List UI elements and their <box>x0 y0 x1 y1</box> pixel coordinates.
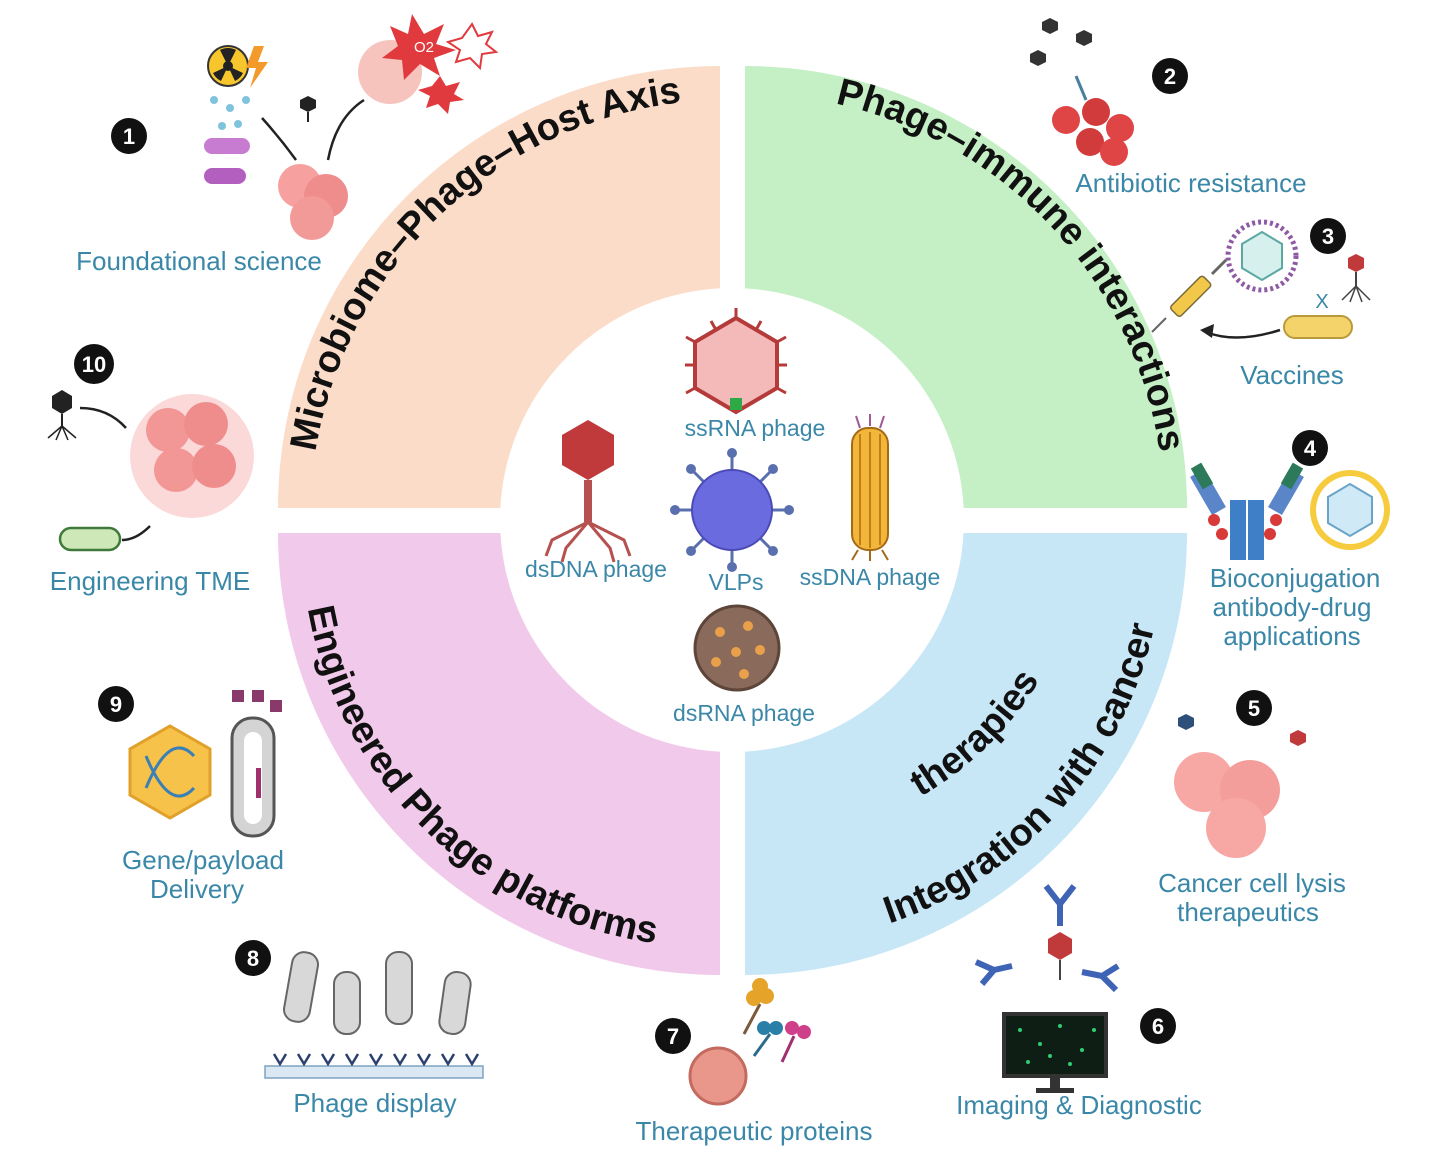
delivery-phage-icon <box>230 690 282 838</box>
arrow-icon <box>261 117 298 161</box>
dsrna-phage-icon <box>693 604 781 692</box>
svg-text:4: 4 <box>1304 436 1317 461</box>
badge-4: 4 <box>1292 430 1328 466</box>
target-cell-icon <box>688 1046 748 1106</box>
ssrna-phage-icon <box>685 308 787 415</box>
protein-icon <box>742 978 811 1063</box>
badge-1: 1 <box>111 118 147 154</box>
label-gene-payload-1: Gene/payload <box>122 845 284 875</box>
badge-8: 8 <box>235 940 271 976</box>
label-therapeutic-proteins: Therapeutic proteins <box>635 1116 872 1146</box>
cancer-cells-icon <box>1174 752 1280 858</box>
label-imaging-diagnostic: Imaging & Diagnostic <box>956 1090 1202 1120</box>
arrow-icon <box>1074 75 1088 101</box>
svg-text:9: 9 <box>110 692 122 717</box>
label-dsrna-phage: dsRNA phage <box>673 700 815 726</box>
label-engineering-tme: Engineering TME <box>50 566 250 596</box>
nanoparticle-icon <box>1310 470 1390 550</box>
label-vlps: VLPs <box>709 569 764 595</box>
tumor-icon <box>130 394 254 518</box>
label-cancer-lysis-1: Cancer cell lysis <box>1158 868 1346 898</box>
label-bioconjugation-1: Bioconjugation <box>1210 563 1381 593</box>
label-ssrna-phage: ssRNA phage <box>685 415 826 441</box>
badge-5: 5 <box>1236 690 1272 726</box>
quadrant-microbiome <box>278 66 720 508</box>
lightning-icon <box>246 46 268 88</box>
phage-small-icon <box>300 96 316 122</box>
label-cancer-lysis-2: therapeutics <box>1177 897 1319 927</box>
quadrant-immune <box>745 66 1187 508</box>
svg-text:8: 8 <box>247 946 259 971</box>
virus-particle-icon <box>1225 219 1299 293</box>
label-cross-mark: X <box>1315 291 1328 313</box>
arrow-icon <box>326 98 365 161</box>
label-bioconjugation-3: applications <box>1223 621 1360 651</box>
svg-text:10: 10 <box>82 352 106 377</box>
label-bioconjugation-2: antibody-drug <box>1213 592 1372 622</box>
bacterium-icon <box>1283 315 1353 339</box>
bacterium-green-icon <box>58 526 122 552</box>
svg-text:3: 3 <box>1322 224 1334 249</box>
burst-outline-icon <box>445 22 499 71</box>
arrow-icon <box>121 525 151 542</box>
svg-text:1: 1 <box>123 124 135 149</box>
arrow-icon <box>1205 328 1281 339</box>
svg-text:2: 2 <box>1164 64 1176 89</box>
badge-9: 9 <box>98 686 134 722</box>
display-phages-icon <box>283 951 472 1035</box>
oxygen-burst-icon: O2 <box>382 14 456 80</box>
label-vaccines: Vaccines <box>1240 360 1344 390</box>
label-foundational-science: Foundational science <box>76 246 322 276</box>
badge-7: 7 <box>655 1018 691 1054</box>
label-ssdna-phage: ssDNA phage <box>800 564 941 590</box>
display-plate-icon <box>264 1065 484 1079</box>
badge-3: 3 <box>1310 218 1346 254</box>
antibody-icon <box>1190 462 1304 560</box>
phage-black-icon <box>47 390 77 441</box>
antibody-group-icon <box>974 884 1120 993</box>
badge-6: 6 <box>1140 1008 1176 1044</box>
burst-icon <box>418 76 464 114</box>
phage-group-icon <box>1030 18 1092 66</box>
dsdna-phage-icon <box>544 420 632 563</box>
bacteria-cluster-icon <box>1052 98 1134 166</box>
pill-icon <box>204 138 250 184</box>
svg-text:6: 6 <box>1152 1014 1164 1039</box>
phage-red-icon <box>1048 932 1072 980</box>
svg-text:O2: O2 <box>414 39 434 56</box>
receptor-row-icon <box>272 1053 480 1067</box>
radiation-icon <box>207 45 249 87</box>
quadrant-cancer <box>745 533 1187 975</box>
monitor-icon <box>1002 1012 1108 1093</box>
cell-cluster-icon <box>278 164 348 240</box>
label-dsdna-phage: dsDNA phage <box>525 556 667 582</box>
vlp-icon <box>670 448 794 572</box>
phage-red-icon <box>1341 254 1371 303</box>
arrow-icon <box>79 406 127 429</box>
quadrant-engineered <box>278 533 720 975</box>
dna-hexagon-icon <box>128 724 212 820</box>
svg-text:5: 5 <box>1248 696 1260 721</box>
badge-10: 10 <box>74 344 114 384</box>
arrowhead-icon <box>1200 324 1214 338</box>
label-gene-payload-2: Delivery <box>150 874 244 904</box>
label-phage-display: Phage display <box>293 1088 456 1118</box>
label-antibiotic-resistance: Antibiotic resistance <box>1075 168 1306 198</box>
svg-text:7: 7 <box>667 1024 679 1049</box>
syringe-icon <box>1151 258 1228 333</box>
molecule-icon <box>210 96 250 130</box>
phage-small-icon <box>1178 714 1306 746</box>
badge-2: 2 <box>1152 58 1188 94</box>
ssdna-phage-icon <box>851 414 889 561</box>
